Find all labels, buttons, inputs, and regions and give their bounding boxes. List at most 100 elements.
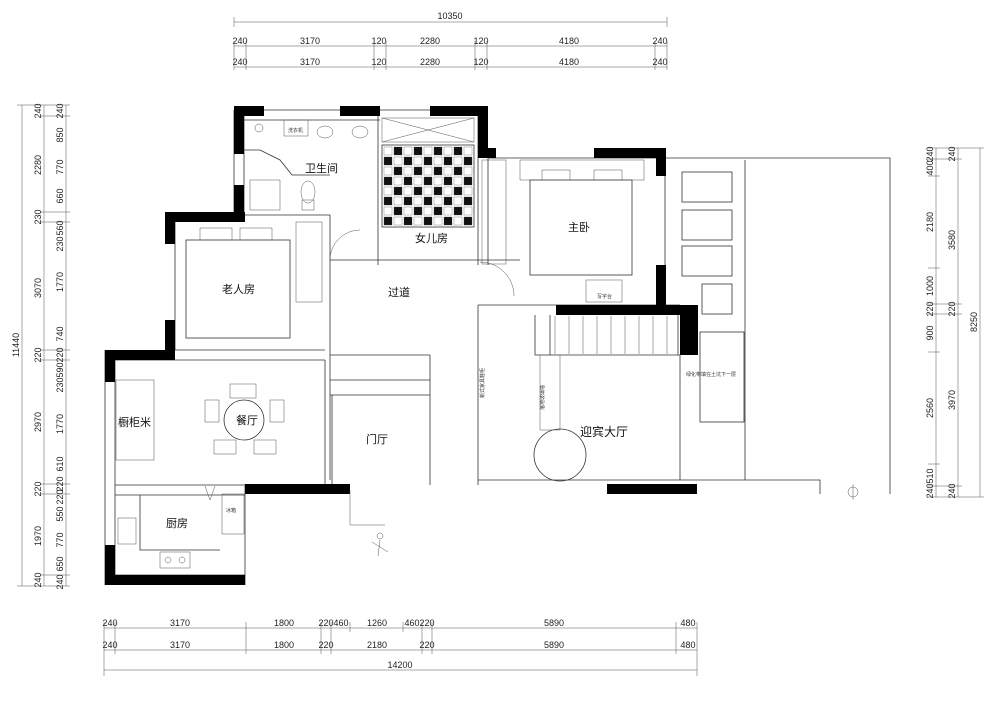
- bed-hatch-tile: [453, 196, 463, 206]
- left-dim-7: 220: [33, 481, 43, 496]
- bed-hatch-tile: [443, 166, 453, 176]
- bottom-dim-8: 220: [419, 618, 434, 628]
- left-dim2-7: 1770: [55, 272, 65, 292]
- left-dim2-18: 650: [55, 556, 65, 571]
- right-dimensions: 8250 240 3580 220 3970 240 240 400 2180 …: [925, 146, 984, 499]
- bed-hatch-tile: [413, 166, 423, 176]
- bed-hatch-tile: [443, 216, 453, 226]
- bed-hatch-tile: [383, 186, 393, 196]
- bed-hatch-tile: [413, 176, 423, 186]
- top-dim-2: 3170: [300, 36, 320, 46]
- left-dim2-1: 240: [55, 103, 65, 118]
- bottom-dim-2: 3170: [170, 618, 190, 628]
- bed-hatch-tile: [403, 166, 413, 176]
- bed-hatch-tile: [393, 156, 403, 166]
- bath-fixture-label: 洗衣机: [288, 127, 303, 134]
- right-dim2-6: 900: [925, 325, 935, 340]
- bed-hatch-tile: [463, 206, 473, 216]
- bed-hatch-tile: [463, 176, 473, 186]
- right-dim2-1: 240: [925, 146, 935, 161]
- bed-hatch-tile: [443, 186, 453, 196]
- bed-hatch-tile: [413, 216, 423, 226]
- bed-hatch-tile: [433, 156, 443, 166]
- right-dim-1: 240: [947, 146, 957, 161]
- left-dimensions: 11440 240 2280 230 3070 220 2970 220 197…: [11, 103, 70, 590]
- desk-label: 写字台: [597, 293, 612, 300]
- bottom-dim2-8: 480: [680, 640, 695, 650]
- room-dining: 餐厅: [236, 413, 258, 427]
- right-dim2-5: 220: [925, 301, 935, 316]
- bed-hatch-tile: [423, 176, 433, 186]
- bed-hatch-tile: [453, 146, 463, 156]
- bed-hatch-tile: [393, 206, 403, 216]
- bed-hatch-tile: [463, 196, 473, 206]
- left-dim2-5: 560: [55, 220, 65, 235]
- room-elder: 老人房: [222, 283, 255, 296]
- bottom-dim-1: 240: [102, 618, 117, 628]
- top-dimensions: 10350 240 3170 120 2280 120 4180 240 240…: [232, 11, 668, 70]
- bed-hatch-tile: [383, 176, 393, 186]
- left-dim2-14: 220: [55, 476, 65, 491]
- room-foyer: 门厅: [366, 432, 388, 446]
- left-dim-9: 240: [33, 572, 43, 587]
- bed-hatch-tile: [423, 196, 433, 206]
- right-dim2-3: 2180: [925, 212, 935, 232]
- left-dim2-17: 770: [55, 532, 65, 547]
- bottom-dim-7: 460: [404, 618, 419, 628]
- fridge-label: 冰箱: [226, 507, 236, 514]
- bed-hatch-tile: [423, 186, 433, 196]
- bed-hatch-tile: [443, 176, 453, 186]
- right-dim-4: 3970: [947, 390, 957, 410]
- left-dim2-19: 240: [55, 574, 65, 589]
- garden-note: 绿化带填在土坑下一层: [686, 371, 736, 378]
- bed-hatch-tile: [443, 156, 453, 166]
- bed-hatch-tile: [433, 196, 443, 206]
- bottom-dim2-5: 2180: [367, 640, 387, 650]
- top-dim2-1: 240: [232, 57, 247, 67]
- bed-hatch-tile: [383, 196, 393, 206]
- right-dim2-9: 240: [925, 483, 935, 498]
- bottom-total-dim: 14200: [387, 660, 412, 670]
- room-kitchen: 厨房: [166, 517, 188, 530]
- bed-hatch-tile: [403, 216, 413, 226]
- thick-walls: [105, 106, 698, 585]
- bed-hatch-tile: [393, 176, 403, 186]
- bed-hatch-tile: [393, 146, 403, 156]
- right-dim2-2: 400: [925, 160, 935, 175]
- left-dim2-2: 850: [55, 127, 65, 142]
- right-dim-5: 240: [947, 483, 957, 498]
- left-dim2-10: 590: [55, 362, 65, 377]
- top-dim-4: 2280: [420, 36, 440, 46]
- left-dim2-6: 230: [55, 236, 65, 251]
- bed-hatch-tile: [403, 206, 413, 216]
- bed-hatch-tile: [403, 176, 413, 186]
- bed-hatch-tile: [393, 186, 403, 196]
- bottom-dim-9: 5890: [544, 618, 564, 628]
- bed-hatch-tile: [453, 166, 463, 176]
- top-dim-1: 240: [232, 36, 247, 46]
- room-cabinet: 橱柜米: [118, 415, 151, 429]
- north-arrow-icon: [847, 484, 859, 500]
- left-dim2-16: 550: [55, 506, 65, 521]
- right-dim-2: 3580: [947, 230, 957, 250]
- bottom-dim-10: 480: [680, 618, 695, 628]
- bed-hatch-tile: [443, 196, 453, 206]
- bed-hatch-tile: [383, 216, 393, 226]
- bed-hatch-tile: [433, 206, 443, 216]
- left-dim-1: 240: [33, 103, 43, 118]
- bed-hatch-tile: [413, 186, 423, 196]
- top-dim-6: 4180: [559, 36, 579, 46]
- left-dim-5: 220: [33, 347, 43, 362]
- bottom-dim2-4: 220: [318, 640, 333, 650]
- bottom-dim-4: 220: [318, 618, 333, 628]
- bed-hatch-tile: [453, 176, 463, 186]
- bed-hatch-tile: [423, 156, 433, 166]
- top-dim2-5: 120: [473, 57, 488, 67]
- left-dim2-13: 610: [55, 456, 65, 471]
- bottom-dim2-3: 1800: [274, 640, 294, 650]
- bed-hatch-tile: [403, 146, 413, 156]
- left-dim2-3: 770: [55, 159, 65, 174]
- bed-hatch-tile: [463, 216, 473, 226]
- bed-hatch-tile: [423, 166, 433, 176]
